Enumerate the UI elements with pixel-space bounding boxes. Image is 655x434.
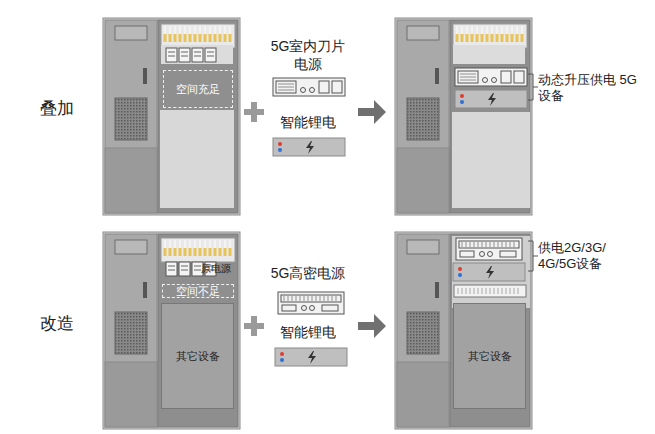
component-label: 5G室内刀片 电源 — [262, 38, 354, 73]
equipment-box: 其它设备 — [161, 303, 234, 409]
equipment-box: 空间不足 — [162, 284, 234, 298]
equipment-box: 空间充足 — [163, 70, 233, 108]
box-text: 其它设备 — [468, 349, 512, 364]
callout-label: 供电2G/3G/ 4G/5G设备 — [538, 240, 638, 273]
callout-label: 动态升压供电 5G设备 — [538, 72, 638, 105]
part-label: 原电源 — [201, 263, 241, 276]
box-text: 空间不足 — [176, 284, 220, 299]
component-label: 智能锂电 — [262, 114, 354, 132]
row-title: 改造 — [32, 313, 82, 334]
component-label: 5G高密电源 — [262, 265, 354, 283]
box-text: 空间充足 — [176, 82, 220, 97]
box-text: 其它设备 — [176, 349, 220, 364]
row-title: 叠加 — [32, 98, 82, 119]
equipment-box: 其它设备 — [453, 303, 526, 409]
component-label: 智能锂电 — [262, 324, 354, 342]
